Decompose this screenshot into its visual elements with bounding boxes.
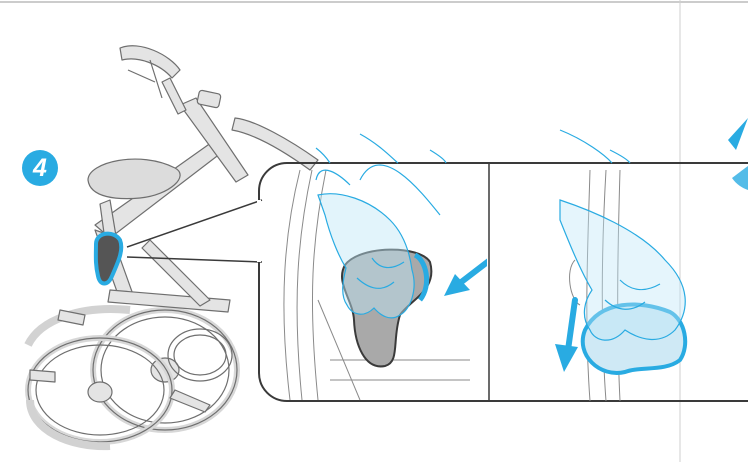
step-number-badge: 4 [22,150,58,186]
folded-bike-drawing [28,46,318,446]
arrow-icon [444,260,490,296]
panel-press-lever [284,165,490,400]
hand-forearm-left [316,134,446,163]
panel-fold-down [555,170,685,401]
next-step-partial [728,118,748,190]
wheel-front [28,338,172,442]
hand-icon-2 [560,200,685,340]
step-number: 4 [33,154,47,183]
hand-forearm-right [560,130,630,163]
arrow-icon-down [555,300,578,372]
